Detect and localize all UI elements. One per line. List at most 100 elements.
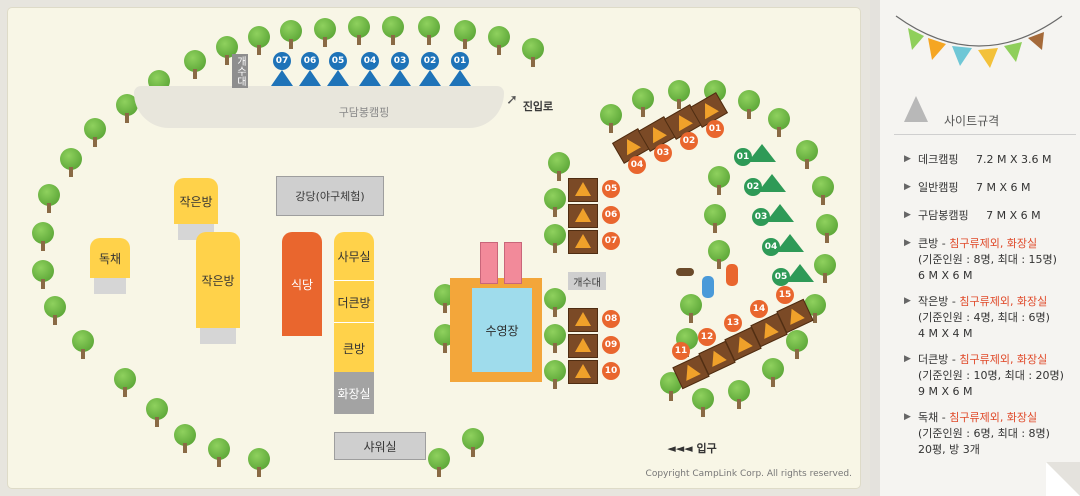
tree-icon [544,224,566,254]
tree-icon [708,166,730,196]
room-size: 6 M X 6 M [918,269,973,282]
tree-icon [816,214,838,244]
green-site[interactable]: 02 [744,172,788,198]
deck-site[interactable]: 09 [568,334,624,358]
dokchae-building[interactable]: 독채 [90,238,130,294]
spec-item: 일반캠핑 7 M X 6 M [918,180,1031,196]
tree-icon [32,222,54,252]
small-room-2-base [200,328,236,344]
blue-site[interactable]: 02 [418,52,442,88]
dokchae-base [94,278,126,294]
tree-icon [428,448,450,478]
bullet-arrow-icon: ▶ [904,182,911,192]
shower-building[interactable]: 샤워실 [334,432,426,460]
site-number: 13 [724,314,742,332]
deck-site[interactable]: 13 [722,314,762,362]
entrance-label: ◄◄◄ 입구 [667,442,717,455]
tree-icon [544,360,566,390]
green-site[interactable]: 01 [734,142,778,168]
tree-icon [704,204,726,234]
hall-building[interactable]: 강당(야구체험) [276,176,384,216]
sikdang-building[interactable]: 식당 [282,232,322,336]
green-site[interactable]: 03 [752,202,796,228]
deck-site[interactable]: 02 [664,104,702,150]
deck-site[interactable]: 04 [612,128,650,174]
small-room-2-label: 작은방 [196,232,240,328]
slide-tower-icon [480,242,498,284]
tree-icon [728,380,750,410]
spec-name: 구담봉캠핑 [918,209,969,222]
spec-size: 7.2 M X 3.6 M [975,153,1052,166]
deck-site[interactable]: 01 [690,92,728,138]
tent-icon [449,70,471,86]
spec-panel: 사이트규격 ▶ 데크캠핑 7.2 M X 3.6 M ▶ 일반캠핑 7 M X … [880,0,1080,496]
child-running-icon [726,264,738,286]
site-number: 04 [762,238,780,256]
room-spec: 더큰방 - 침구류제외, 화장실 (기준인원 : 10명, 최대 : 20명) … [918,352,1078,400]
deck-site[interactable]: 05 [568,178,624,202]
site-number: 07 [273,52,291,70]
site-number: 15 [776,286,794,304]
child-running-icon [702,276,714,298]
site-number: 06 [301,52,319,70]
tent-icon [299,70,321,86]
spec-item: 데크캠핑 7.2 M X 3.6 M [918,152,1051,168]
tree-icon [60,148,82,178]
room-note: 침구류제외, 화장실 [959,295,1048,308]
small-room-1[interactable]: 작은방 [174,178,218,240]
deokeunbang-room[interactable]: 더큰방 [334,280,374,323]
small-room-2[interactable]: 작은방 [196,232,240,344]
deck-site[interactable]: 08 [568,308,624,332]
bullet-arrow-icon: ▶ [904,154,911,164]
blue-site[interactable]: 04 [358,52,382,88]
room-size: 4 M X 4 M [918,327,973,340]
site-number: 05 [772,268,790,286]
deck-site[interactable]: 07 [568,230,624,254]
keunbang-room[interactable]: 큰방 [334,322,374,373]
deck-icon [568,308,598,332]
room-capacity: (기준인원 : 4명, 최대 : 6명) [918,311,1050,324]
deck-site[interactable]: 12 [696,328,736,376]
samusil-room[interactable]: 사무실 [334,232,374,280]
tree-icon [280,20,302,50]
blue-site[interactable]: 03 [388,52,412,88]
tree-icon [174,424,196,454]
tree-icon [600,104,622,134]
tree-icon [812,176,834,206]
tree-icon [114,368,136,398]
blue-site[interactable]: 07 [270,52,294,88]
tree-icon [146,398,168,428]
divider [894,134,1076,135]
blue-site[interactable]: 01 [448,52,472,88]
bunting-decor [894,6,1064,76]
tree-icon [548,152,570,182]
deck-site[interactable]: 10 [568,360,624,384]
tent-icon [327,70,349,86]
deck-site[interactable]: 15 [774,286,814,334]
room-spec: 큰방 - 침구류제외, 화장실 (기준인원 : 8명, 최대 : 15명) 6 … [918,236,1078,284]
deck-site[interactable]: 14 [748,300,788,348]
spec-size: 7 M X 6 M [986,209,1041,222]
green-site[interactable]: 04 [762,232,806,258]
room-capacity: (기준인원 : 8명, 최대 : 15명) [918,253,1057,266]
deck-site[interactable]: 11 [670,342,710,390]
blue-site[interactable]: 05 [326,52,350,88]
deck-site[interactable]: 06 [568,204,624,228]
site-number: 01 [706,120,724,138]
blue-site[interactable]: 06 [298,52,322,88]
site-number: 01 [734,148,752,166]
room-spec: 독채 - 침구류제외, 화장실 (기준인원 : 6명, 최대 : 8명) 20평… [918,410,1078,458]
green-site[interactable]: 05 [772,262,816,288]
deck-icon [568,204,598,228]
deck-site[interactable]: 03 [638,116,676,162]
tree-icon [116,94,138,124]
pool[interactable]: 수영장 [450,242,542,382]
tree-icon [216,36,238,66]
site-number: 09 [602,336,620,354]
site-number: 03 [391,52,409,70]
tree-icon [522,38,544,68]
hwajangsil-room[interactable]: 화장실 [334,372,374,414]
room-size: 9 M X 6 M [918,385,973,398]
tree-icon [544,324,566,354]
deck-icon [568,178,598,202]
